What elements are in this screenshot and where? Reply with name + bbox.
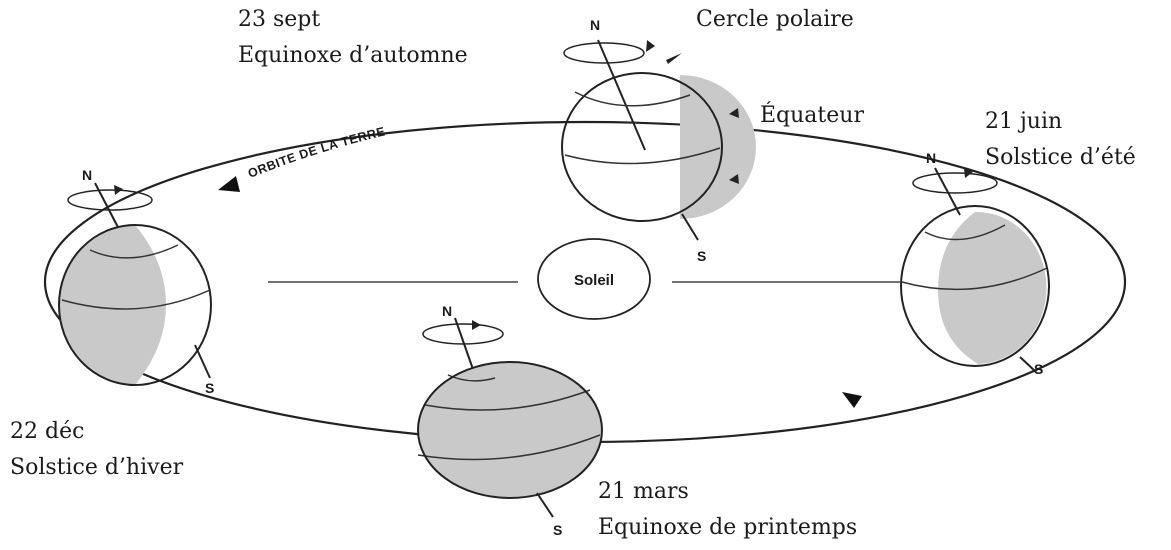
- north-label: N: [82, 167, 92, 183]
- season-label: Solstice d’hiver: [10, 455, 184, 480]
- sun: Soleil: [268, 238, 900, 320]
- globe-winter-solstice: N S: [58, 167, 214, 396]
- date-label: 23 sept: [238, 7, 321, 32]
- south-label: S: [1034, 361, 1043, 377]
- globe-autumn-equinox: N S: [561, 17, 756, 264]
- north-label: N: [926, 150, 936, 166]
- date-label: 22 déc: [10, 419, 85, 444]
- date-label: 21 juin: [985, 109, 1063, 134]
- season-label: Solstice d’été: [985, 145, 1136, 170]
- season-label: Equinoxe d’automne: [238, 43, 468, 68]
- equator-label: Équateur: [760, 103, 864, 128]
- south-label: S: [553, 522, 562, 538]
- orbit-arrow-right: [842, 392, 862, 408]
- south-label: S: [697, 248, 706, 264]
- orbit-arrow-left: [218, 176, 240, 192]
- sun-label: Soleil: [574, 272, 614, 289]
- globe-summer-solstice: N S: [900, 150, 1050, 377]
- north-label: N: [442, 303, 452, 319]
- season-label: Equinoxe de printemps: [598, 515, 858, 540]
- globe-spring-equinox: N S: [417, 303, 603, 538]
- caption-autumn-equinox: 23 sept Equinoxe d’automne: [238, 6, 468, 70]
- date-label: 21 mars: [598, 479, 689, 504]
- caption-winter-solstice: 22 déc Solstice d’hiver: [10, 418, 183, 482]
- south-label: S: [205, 380, 214, 396]
- north-label: N: [590, 17, 600, 33]
- caption-summer-solstice: 21 juin Solstice d’été: [985, 108, 1136, 172]
- polar-circle-label: Cercle polaire: [696, 7, 854, 32]
- caption-spring-equinox: 21 mars Equinoxe de printemps: [598, 478, 857, 542]
